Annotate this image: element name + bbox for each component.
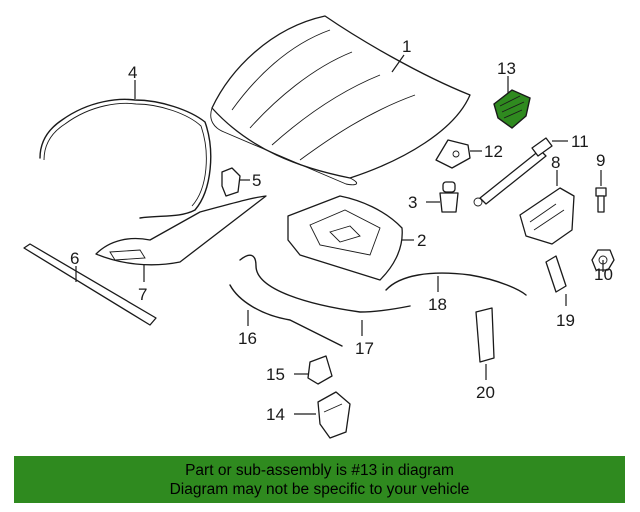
callout-3[interactable]: 3 [408,193,417,212]
callout-13[interactable]: 13 [497,59,516,78]
front-trim-part[interactable] [23,243,157,326]
hood-hinge-part[interactable] [519,187,575,245]
callout-20[interactable]: 20 [476,383,495,402]
clip-part-3[interactable] [439,181,459,213]
hood-latch-part-13[interactable] [493,89,531,129]
callout-6[interactable]: 6 [70,249,79,268]
banner-line-2: Diagram may not be specific to your vehi… [169,480,470,498]
hood-insulator-part[interactable] [287,195,403,281]
callout-19[interactable]: 19 [556,311,575,330]
callout-12[interactable]: 12 [484,142,503,161]
bumper-part-19[interactable] [545,255,567,293]
bolt-part-9[interactable] [595,187,607,213]
callout-15[interactable]: 15 [266,365,285,384]
gas-strut-part[interactable] [473,137,553,207]
banner-line-1: Part or sub-assembly is #13 in diagram [185,461,454,479]
callout-7[interactable]: 7 [138,285,147,304]
callout-18[interactable]: 18 [428,295,447,314]
release-cable-part-16[interactable] [229,254,411,347]
callout-1[interactable]: 1 [402,37,411,56]
bracket-part-5[interactable] [221,167,241,197]
callout-17[interactable]: 17 [355,339,374,358]
callout-14[interactable]: 14 [266,405,285,424]
callout-9[interactable]: 9 [596,151,605,170]
callout-10[interactable]: 10 [594,265,613,284]
bracket-part-12[interactable] [435,139,471,169]
callout-8[interactable]: 8 [551,153,560,172]
hood-seal-part[interactable] [39,98,212,219]
bracket-part-15[interactable] [307,355,333,385]
callout-16[interactable]: 16 [238,329,257,348]
callout-5[interactable]: 5 [252,171,261,190]
cowl-panel-part[interactable] [95,195,267,266]
bracket-part-20[interactable] [475,307,495,363]
info-banner: Part or sub-assembly is #13 in diagram D… [14,456,625,503]
parts-diagram: 1 4 5 6 7 2 3 12 [23,15,615,439]
callout-4[interactable]: 4 [128,63,137,82]
hood-part[interactable] [210,15,471,186]
release-cable-part-18[interactable] [385,272,527,296]
leader-1 [391,54,405,73]
callout-2[interactable]: 2 [417,231,426,250]
callout-11[interactable]: 11 [571,132,589,151]
bracket-part-14[interactable] [317,391,351,439]
